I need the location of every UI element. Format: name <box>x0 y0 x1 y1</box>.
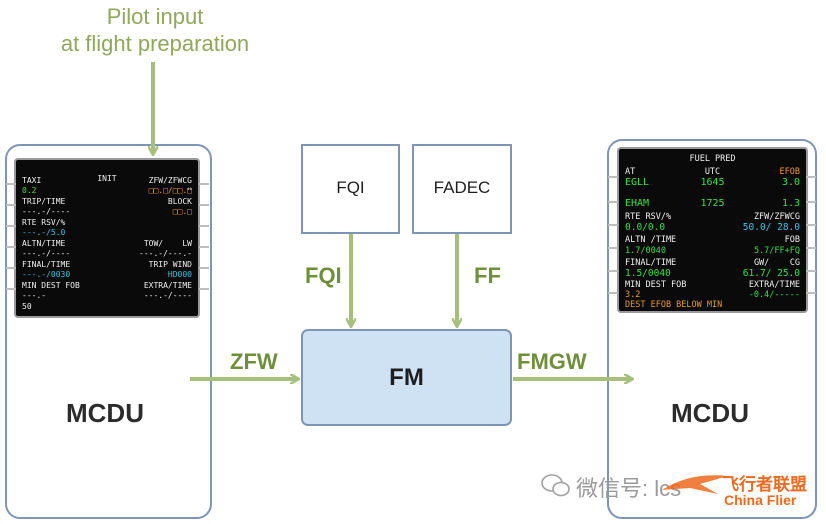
caption-line-1: Pilot input <box>106 4 204 29</box>
init-row-value: 0.2 <box>22 186 37 195</box>
line-select-key[interactable] <box>6 225 16 227</box>
left-mcdu-label: MCDU <box>66 398 144 428</box>
init-row-label: RTE RSV/% <box>22 218 66 227</box>
watermark-brand-en: China Flier <box>724 492 797 508</box>
init-row-label: BLOCK <box>167 197 192 206</box>
init-row-value: ---.-/5.0 <box>22 228 66 237</box>
fadec-label: FADEC <box>433 178 491 197</box>
fuel-row-value: 3.0 <box>781 177 800 188</box>
fuel-row-label: EXTRA/TIME <box>748 280 800 290</box>
fuel-row-value: 1645 <box>700 177 725 188</box>
line-select-key[interactable] <box>608 201 618 203</box>
fqi-box <box>301 144 400 234</box>
init-row-label: ALTN/TIME <box>22 239 66 248</box>
init-screen: INIT ↔ TAXI ZFW/ZFWCG 0.2 □□.□/□□.□ TRIP/T… <box>14 158 200 318</box>
plane-logo-icon <box>662 475 728 494</box>
fuel-row-label: GW/ CG <box>753 258 800 268</box>
fm-label: FM <box>389 364 424 391</box>
line-select-key[interactable] <box>806 176 816 178</box>
init-row-label: FINAL/TIME <box>22 260 71 269</box>
line-select-key[interactable] <box>806 247 816 249</box>
fuel-row-value: 1.3 <box>781 198 800 209</box>
fuel-row-value: 61.7/ 25.0 <box>742 268 800 279</box>
line-select-key[interactable] <box>6 204 16 206</box>
fuel-row-label: EFOB <box>779 167 800 177</box>
fuel-row-value: 0.0/0.0 <box>625 222 666 233</box>
line-select-key[interactable] <box>199 183 209 185</box>
line-select-key[interactable] <box>199 204 209 206</box>
line-select-key[interactable] <box>608 292 618 294</box>
init-row-label: TOW/ LW <box>143 239 192 248</box>
line-select-key[interactable] <box>608 270 618 272</box>
fuel-row-value: 50.0/ 28.0 <box>742 222 800 233</box>
fuel-row-label: FOB <box>784 235 800 245</box>
init-row-label: EXTRA/TIME <box>143 281 192 290</box>
fuel-row-value: 1.7/0040 <box>625 246 666 256</box>
init-row-value: ---.-/---- <box>143 291 192 300</box>
fuel-row-value: 1.5/0040 <box>625 268 671 279</box>
fuel-pred-title: FUEL PRED <box>689 154 736 164</box>
line-select-key[interactable] <box>806 270 816 272</box>
init-row-value: ---.-/---- <box>22 249 71 258</box>
fuel-row-label: FINAL/TIME <box>625 258 677 268</box>
pilot-input-caption: Pilot input at flight preparation <box>30 3 280 57</box>
fuel-row-label: ALTN /TIME <box>625 235 677 245</box>
fuel-row-label: UTC <box>704 167 721 177</box>
line-select-key[interactable] <box>6 267 16 269</box>
line-select-key[interactable] <box>608 224 618 226</box>
line-select-key[interactable] <box>199 225 209 227</box>
fuel-scratchpad-message: DEST EFOB BELOW MIN <box>625 300 723 310</box>
line-select-key[interactable] <box>806 292 816 294</box>
init-row-label: TAXI <box>22 176 42 185</box>
fuel-row-value: -0.4/----- <box>748 290 800 300</box>
init-arrows: ↔ <box>187 184 192 193</box>
fmgw-flow-label: FMGW <box>517 349 587 374</box>
fuel-row-label: AT <box>625 167 636 177</box>
fuel-row-value: 5.7/FF+FQ <box>753 246 800 256</box>
fqi-flow-label: FQI <box>305 263 342 288</box>
init-row-value: ---.-/0030 <box>22 270 71 279</box>
right-mcdu-label: MCDU <box>671 398 749 428</box>
fadec-box <box>412 144 512 234</box>
line-select-key[interactable] <box>6 246 16 248</box>
wechat-icon <box>541 474 570 497</box>
zfw-flow-label: ZFW <box>230 349 278 374</box>
init-row-value: ---.-/---.- <box>139 249 192 258</box>
fuel-row-label: ZFW/ZFWCG <box>753 212 800 222</box>
init-row-value: ---.- <box>22 291 47 300</box>
line-select-key[interactable] <box>608 247 618 249</box>
fm-box <box>301 329 512 426</box>
init-row-label: TRIP/TIME <box>22 197 66 206</box>
line-select-key[interactable] <box>6 288 16 290</box>
init-row-value: □□.□ <box>172 207 192 216</box>
line-select-key[interactable] <box>199 288 209 290</box>
line-select-key[interactable] <box>608 176 618 178</box>
watermark-text: 微信号: lcs <box>576 476 682 501</box>
line-select-key[interactable] <box>806 201 816 203</box>
line-select-key[interactable] <box>199 267 209 269</box>
ff-flow-label: FF <box>474 263 501 288</box>
init-row-label: TRIP WIND <box>148 260 192 269</box>
line-select-key[interactable] <box>806 224 816 226</box>
watermark-brand: 飞行者联盟 <box>722 475 807 494</box>
caption-line-2: at flight preparation <box>60 31 250 56</box>
init-row-value: □□.□/□□.□ <box>148 186 192 195</box>
init-title: INIT <box>97 174 117 183</box>
line-select-key[interactable] <box>6 183 16 185</box>
line-select-key[interactable] <box>199 246 209 248</box>
fuel-row-value: 1725 <box>700 198 725 209</box>
fuel-row-value: 3.2 <box>625 290 641 300</box>
fuel-row-label: RTE RSV/% <box>625 212 672 222</box>
init-row-label: ZFW/ZFWCG <box>148 176 192 185</box>
init-row-value: ---.-/---- <box>22 207 71 216</box>
fuel-row-value: EHAM <box>625 198 650 209</box>
fuel-pred-screen: FUEL PRED AT UTC EFOB EGLL 1645 3.0 EHAM 1725… <box>617 147 808 313</box>
init-row-label: MIN DEST FOB <box>22 281 80 290</box>
init-row-value: HD000 <box>167 270 192 279</box>
fuel-row-value: EGLL <box>625 177 650 188</box>
fuel-row-label: MIN DEST FOB <box>625 280 687 290</box>
init-scratchpad: 50 <box>22 302 32 311</box>
fqi-label: FQI <box>336 178 365 197</box>
